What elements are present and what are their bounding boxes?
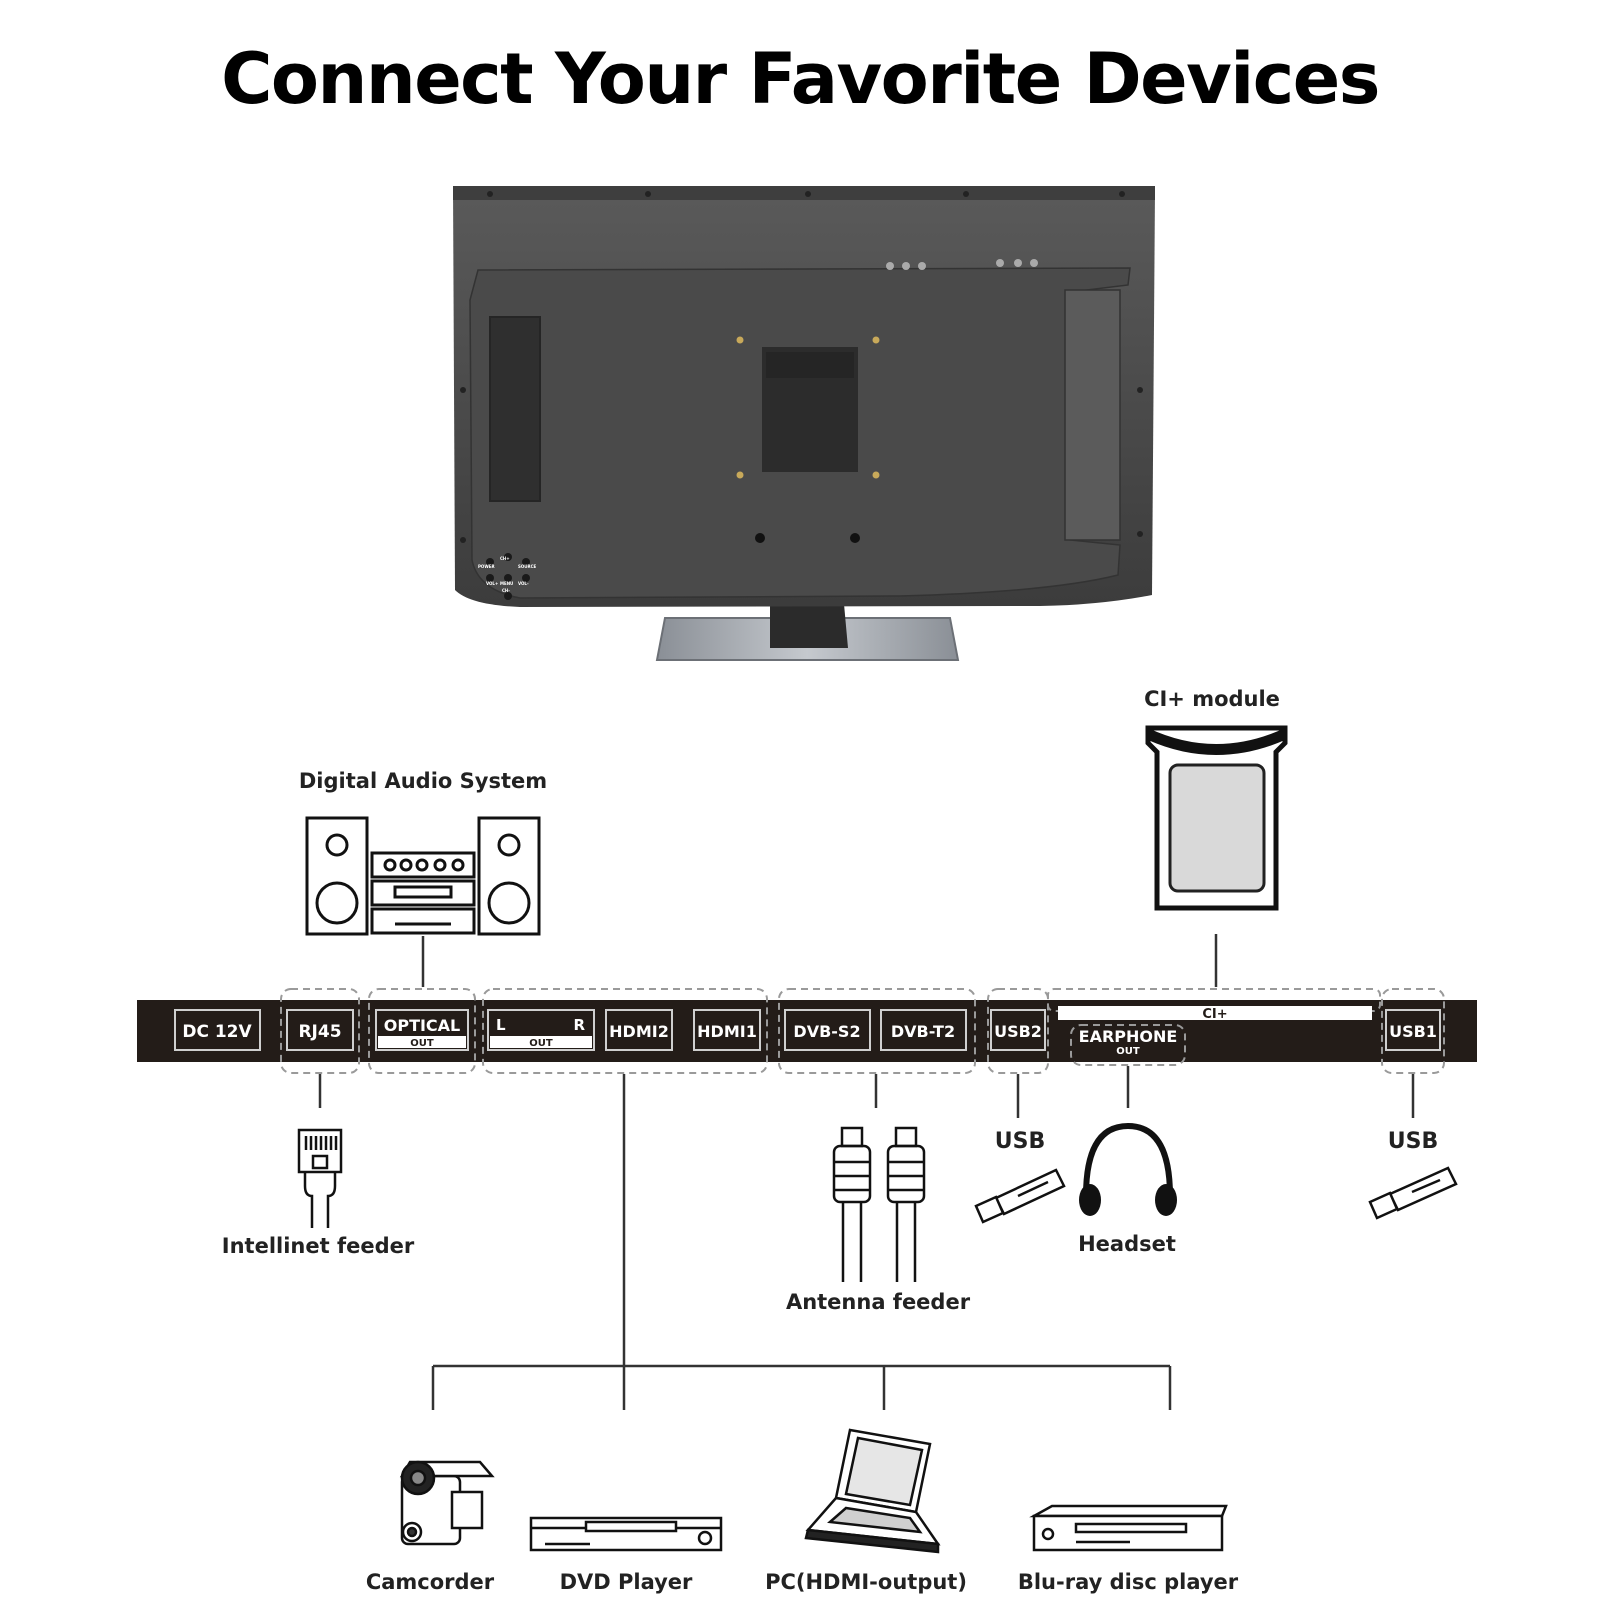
- port-hdmi2: HDMI2: [605, 1009, 673, 1051]
- svg-text:OUT: OUT: [1116, 1046, 1140, 1057]
- usb-drive-icon: [1368, 1166, 1458, 1220]
- port-audio-lr-out: L R OUT: [487, 1009, 595, 1051]
- pc-label: PC(HDMI-output): [765, 1570, 967, 1594]
- dvd-player-icon: [529, 1516, 723, 1552]
- svg-text:R: R: [573, 1016, 585, 1034]
- port-hdmi1: HDMI1: [693, 1009, 761, 1051]
- svg-text:EARPHONE: EARPHONE: [1079, 1027, 1178, 1046]
- audio-system-label: Digital Audio System: [299, 769, 547, 793]
- camcorder-icon: [399, 1460, 495, 1546]
- headset-icon: [1079, 1122, 1177, 1216]
- svg-text:HDMI2: HDMI2: [609, 1022, 669, 1041]
- antenna-plug-icon: [832, 1126, 926, 1282]
- antenna-feeder-label: Antenna feeder: [786, 1290, 971, 1314]
- port-optical-out: OPTICAL OUT: [375, 1009, 469, 1051]
- svg-text:OUT: OUT: [410, 1038, 434, 1049]
- svg-text:CH-: CH-: [502, 588, 510, 593]
- svg-text:USB1: USB1: [1389, 1022, 1437, 1041]
- laptop-icon: [804, 1428, 941, 1554]
- intellinet-feeder-label: Intellinet feeder: [222, 1234, 415, 1258]
- svg-text:VOL-: VOL-: [518, 581, 529, 586]
- svg-text:OPTICAL: OPTICAL: [384, 1016, 461, 1035]
- svg-text:OUT: OUT: [529, 1038, 553, 1049]
- svg-text:L: L: [496, 1016, 506, 1034]
- tv-top-rim: [453, 186, 1155, 200]
- ethernet-plug-icon: [297, 1128, 343, 1228]
- svg-text:DVB-T2: DVB-T2: [891, 1022, 955, 1041]
- svg-text:POWER: POWER: [478, 564, 495, 569]
- bluray-label: Blu-ray disc player: [1018, 1570, 1239, 1594]
- port-dvb-s2: DVB-S2: [784, 1009, 871, 1051]
- bluray-player-icon: [1029, 1504, 1228, 1552]
- usb-right-label: USB: [1388, 1129, 1438, 1154]
- port-usb2: USB2: [990, 1009, 1046, 1051]
- port-usb1: USB1: [1385, 1009, 1441, 1051]
- ci-module-icon: [1145, 725, 1288, 911]
- svg-text:RJ45: RJ45: [298, 1022, 341, 1042]
- port-dvb-t2: DVB-T2: [880, 1009, 967, 1051]
- port-panel: DC 12V RJ45 OPTICAL OUT L R OUT HDMI2: [137, 988, 1477, 1074]
- usb-left-label: USB: [995, 1129, 1045, 1154]
- svg-text:CI+: CI+: [1202, 1007, 1227, 1022]
- page-title: Connect Your Favorite Devices: [221, 38, 1380, 120]
- svg-text:CH+: CH+: [500, 556, 510, 561]
- tv-control-buttons: POWER CH+ SOURCE VOL+ MENU VOL- CH-: [478, 553, 537, 600]
- headset-label: Headset: [1078, 1232, 1176, 1256]
- svg-text:HDMI1: HDMI1: [697, 1022, 757, 1041]
- tv-right-panel: [1064, 289, 1121, 541]
- svg-text:SOURCE: SOURCE: [518, 564, 537, 569]
- port-ci-slot: CI+: [1058, 1006, 1372, 1022]
- port-rj45: RJ45: [286, 1009, 354, 1051]
- svg-text:DC 12V: DC 12V: [182, 1022, 252, 1042]
- svg-text:USB2: USB2: [994, 1022, 1042, 1041]
- svg-text:MENU: MENU: [500, 581, 513, 586]
- port-earphone-out: EARPHONE OUT: [1079, 1027, 1178, 1057]
- tv-back-illustration: POWER CH+ SOURCE VOL+ MENU VOL- CH-: [453, 186, 1155, 661]
- audio-system-icon: [305, 816, 541, 936]
- camcorder-label: Camcorder: [366, 1570, 495, 1594]
- tv-left-handle: [489, 316, 541, 502]
- dvd-player-label: DVD Player: [560, 1570, 693, 1594]
- svg-text:VOL+: VOL+: [486, 581, 498, 586]
- ci-module-label: CI+ module: [1144, 687, 1280, 711]
- port-dc-12v: DC 12V: [174, 1009, 261, 1051]
- usb-drive-icon: [974, 1168, 1066, 1224]
- svg-text:DVB-S2: DVB-S2: [793, 1022, 860, 1041]
